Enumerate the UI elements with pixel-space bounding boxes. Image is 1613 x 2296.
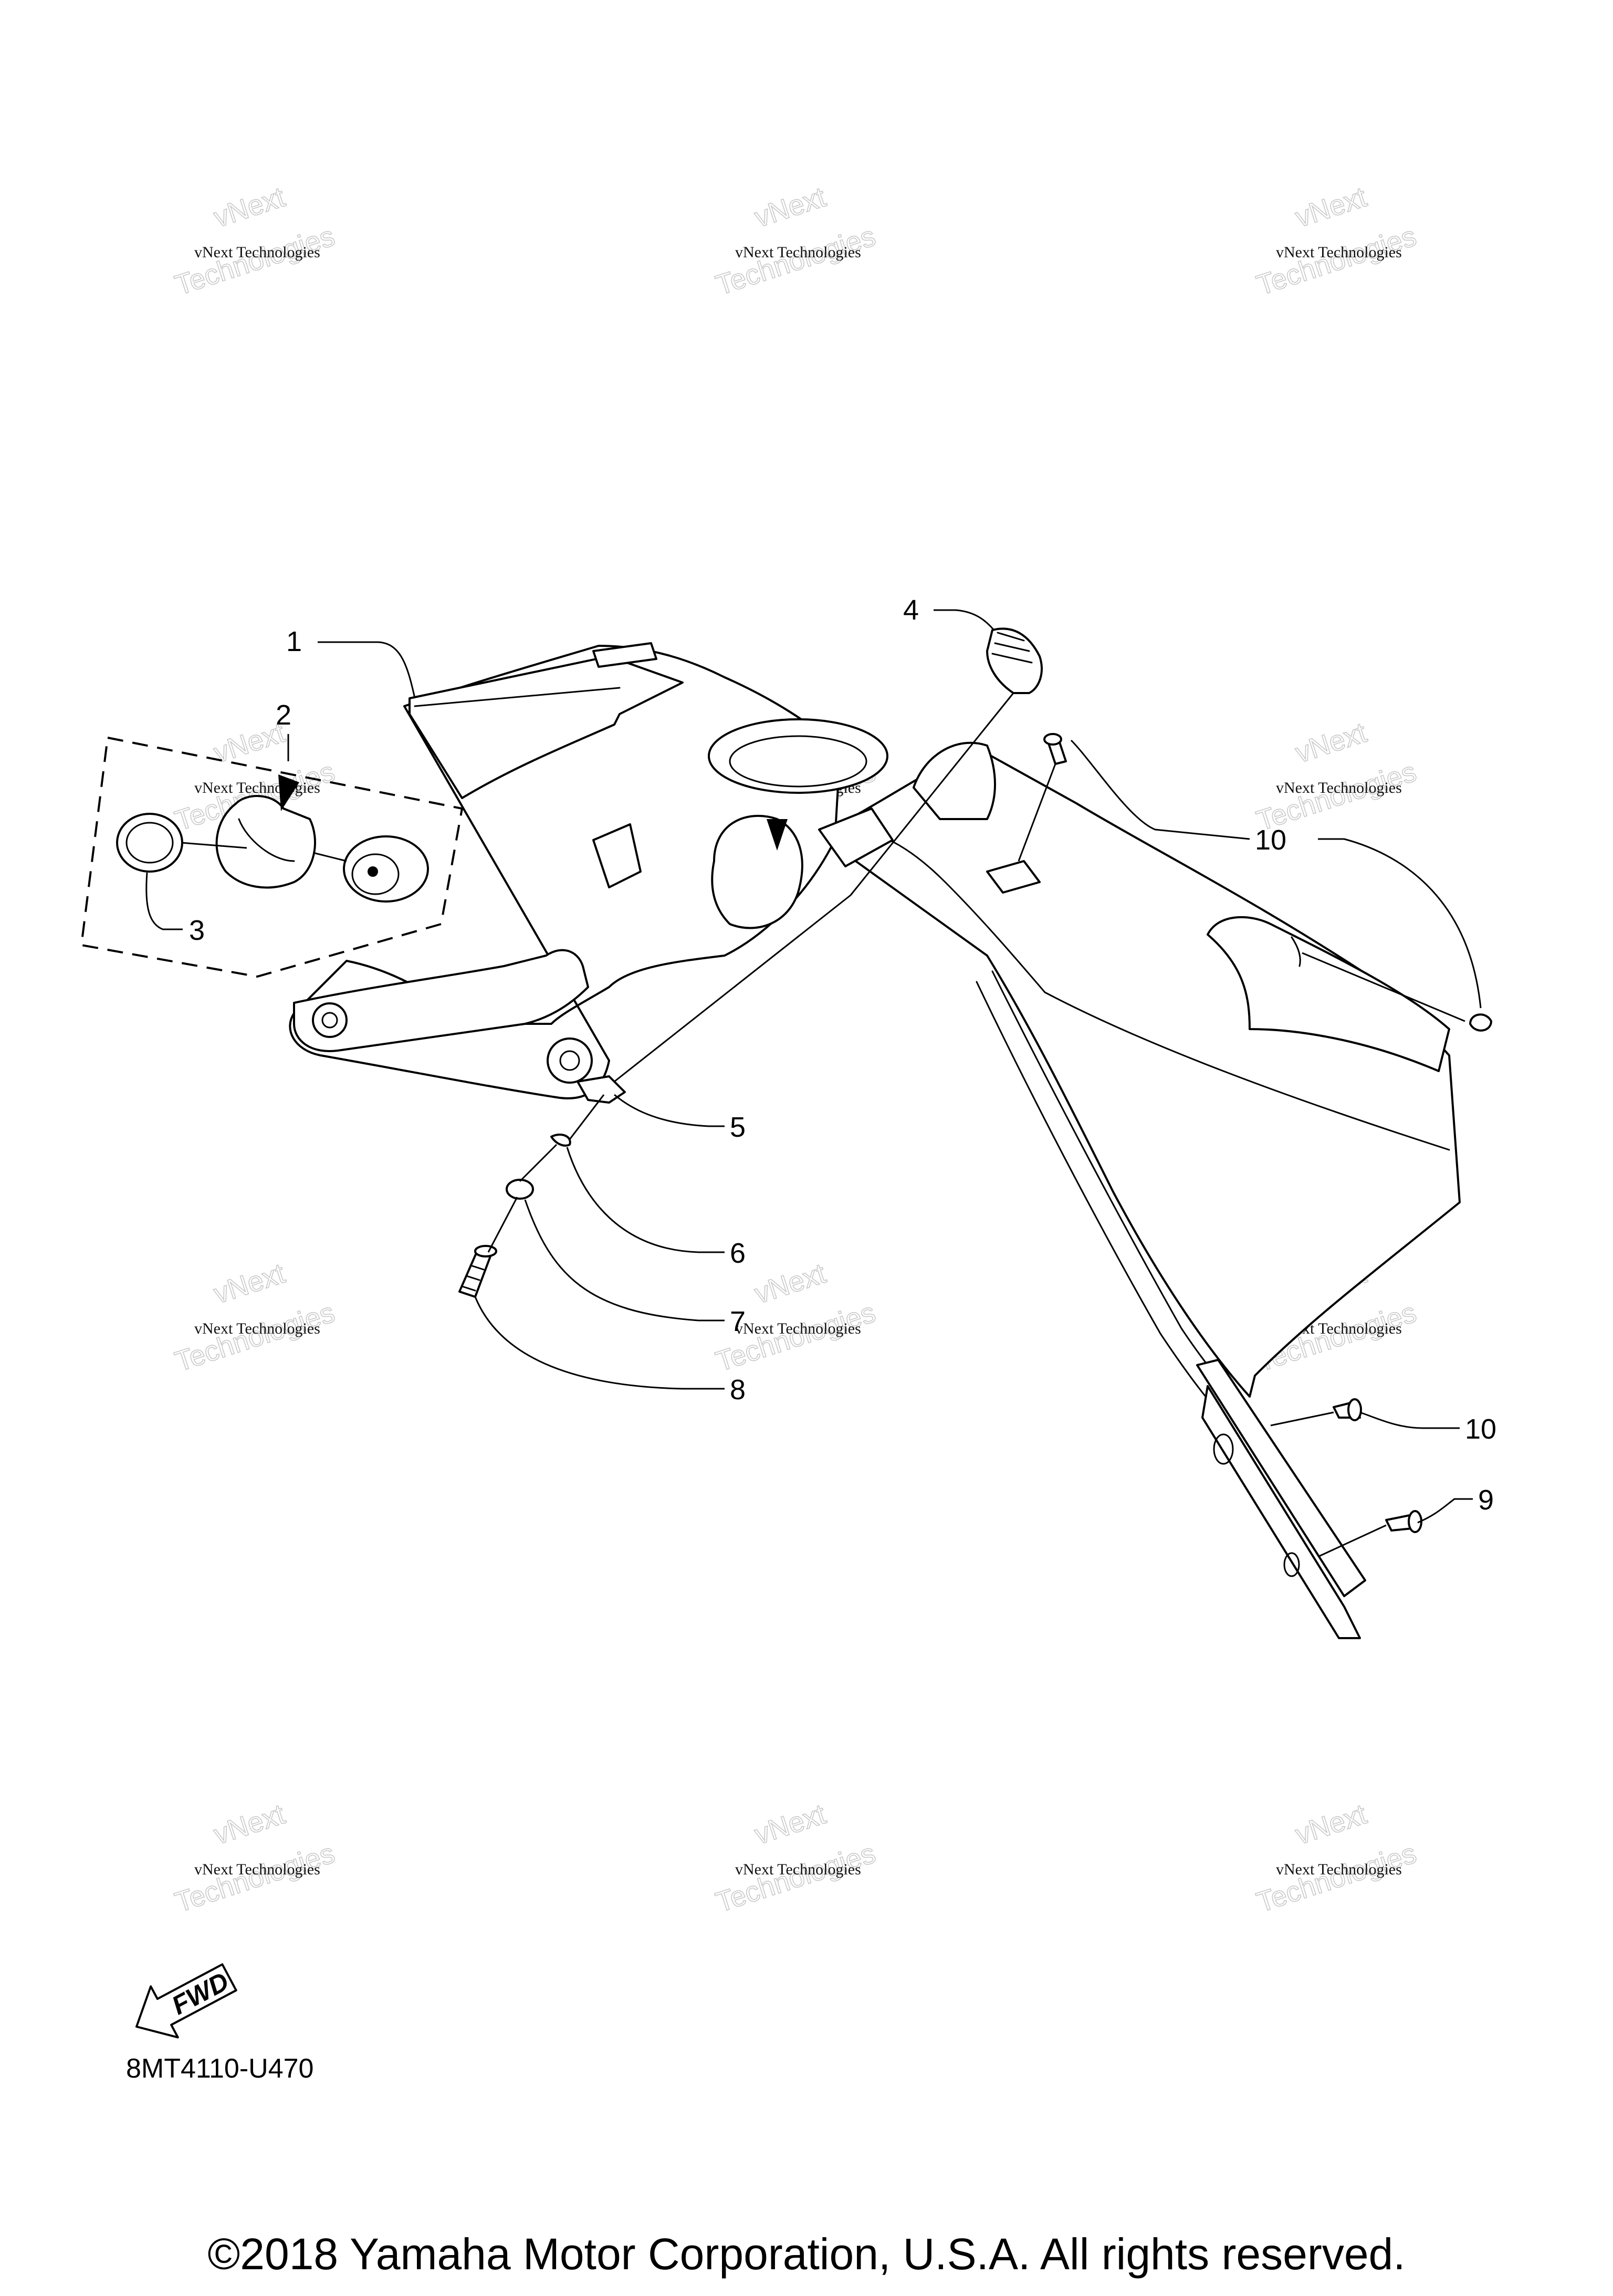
svg-text:vNext Technologies: vNext Technologies <box>1276 244 1402 261</box>
callouts: 1 2 3 4 10 5 6 7 8 10 9 <box>189 594 1496 1516</box>
svg-text:vNext Technologies: vNext Technologies <box>735 1861 861 1878</box>
svg-text:vNext: vNext <box>751 1257 830 1310</box>
svg-text:vNext Technologies: vNext Technologies <box>735 1320 861 1337</box>
svg-text:vNext Technologies: vNext Technologies <box>194 1861 320 1878</box>
leader-lines <box>145 609 1482 1558</box>
svg-text:vNext: vNext <box>751 1798 830 1851</box>
watermark: Technologies vNext vNext Technologies <box>171 1257 339 1378</box>
svg-text:vNext: vNext <box>1292 181 1370 234</box>
callout-6: 6 <box>730 1238 746 1269</box>
watermark: Technologies vNext vNext Technologies <box>1252 181 1420 301</box>
copyright-notice: ©2018 Yamaha Motor Corporation, U.S.A. A… <box>207 2229 1406 2279</box>
svg-text:vNext Technologies: vNext Technologies <box>1276 779 1402 796</box>
fwd-label: FWD <box>167 1966 234 2020</box>
watermark: Technologies vNext vNext Technologies <box>171 1798 339 1918</box>
svg-text:vNext Technologies: vNext Technologies <box>194 244 320 261</box>
svg-text:vNext Technologies: vNext Technologies <box>735 244 861 261</box>
callout-3: 3 <box>189 915 205 946</box>
svg-text:vNext: vNext <box>210 1257 289 1310</box>
watermark: Technologies vNext vNext Technologies <box>711 1798 879 1918</box>
fastener-stack <box>458 1075 626 1298</box>
rear-fender-assembly <box>289 642 1461 1424</box>
fwd-arrow-icon: FWD <box>135 1963 237 2039</box>
insert-arrow-icon <box>767 819 788 851</box>
svg-text:vNext: vNext <box>751 181 830 234</box>
callout-5: 5 <box>730 1112 746 1143</box>
svg-text:vNext: vNext <box>210 181 289 234</box>
svg-text:vNext Technologies: vNext Technologies <box>194 1320 320 1337</box>
watermark: Technologies vNext vNext Technologies <box>711 181 879 301</box>
callout-10-upper: 10 <box>1255 824 1286 856</box>
watermark: Technologies vNext vNext Technologies <box>171 181 339 301</box>
screws <box>1043 733 1492 1533</box>
insert-arrow-icon <box>278 774 299 811</box>
callout-1: 1 <box>286 626 302 657</box>
svg-text:vNext: vNext <box>1292 717 1370 769</box>
callout-8: 8 <box>730 1374 746 1406</box>
watermark: Technologies vNext vNext Technologies <box>1252 716 1420 837</box>
svg-text:vNext: vNext <box>210 1798 289 1851</box>
diagram-code: 8MT4110-U470 <box>126 2053 314 2084</box>
license-plate-bracket <box>1196 1359 1366 1639</box>
callout-2: 2 <box>276 699 291 731</box>
callout-10-lower: 10 <box>1465 1413 1496 1445</box>
callout-7: 7 <box>730 1306 746 1337</box>
callout-9: 9 <box>1478 1484 1494 1516</box>
svg-text:vNext: vNext <box>1292 1798 1370 1851</box>
watermark: Technologies vNext vNext Technologies <box>1252 1798 1420 1918</box>
svg-text:vNext Technologies: vNext Technologies <box>194 779 320 796</box>
callout-4: 4 <box>903 594 919 626</box>
svg-text:vNext Technologies: vNext Technologies <box>1276 1861 1402 1878</box>
socket-assembly <box>80 736 464 978</box>
reflector-clip <box>986 627 1043 694</box>
